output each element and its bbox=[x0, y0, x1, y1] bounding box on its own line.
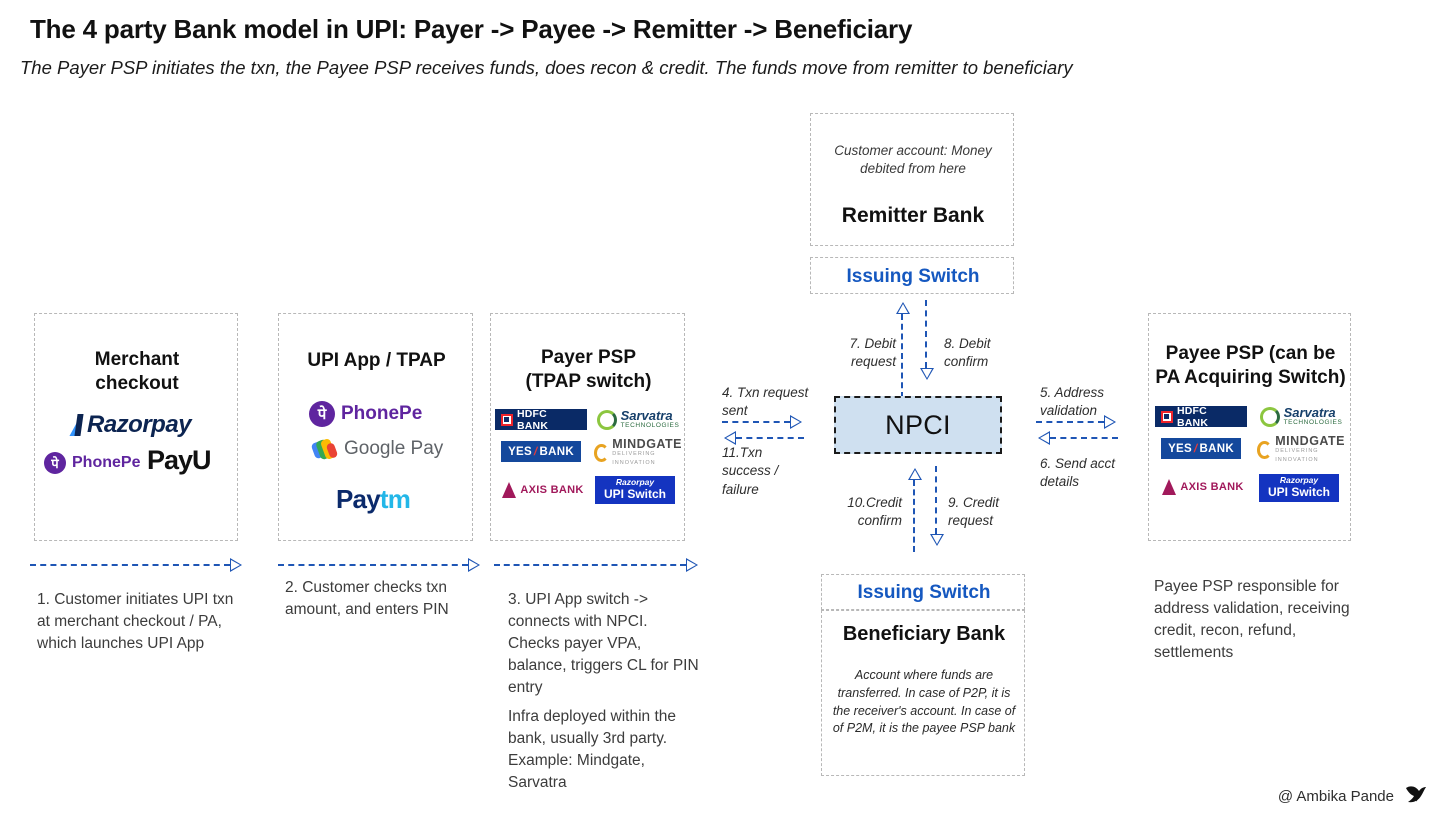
paytm-logo: Pay tm bbox=[336, 484, 411, 515]
payer-psp-title-line1: Payer PSP bbox=[540, 347, 637, 368]
hdfc-bank-logo: HDFC BANK bbox=[1155, 404, 1247, 429]
credit-handle: @ Ambika Pande bbox=[1277, 787, 1394, 805]
merchant-checkout-title-line1: Merchant bbox=[94, 349, 180, 370]
paytm-wordmark-a: Pay bbox=[336, 484, 381, 514]
payer-psp-title-line2: (TPAP switch) bbox=[525, 371, 652, 392]
yes-bank-wordmark-bank: BANK bbox=[539, 445, 574, 458]
sarvatra-logo: Sarvatra TECHNOLOGIES bbox=[1257, 404, 1345, 430]
yes-bank-logo: YES / BANK bbox=[1161, 438, 1241, 459]
step-9-label: 9. Credit request bbox=[948, 495, 1000, 529]
hdfc-square-icon bbox=[501, 413, 513, 426]
sarvatra-logo: Sarvatra TECHNOLOGIES bbox=[594, 407, 682, 433]
remitter-bank-note: Customer account: Money debited from her… bbox=[834, 143, 992, 177]
mindgate-logo: MINDGATE DELIVERING INNOVATION bbox=[594, 438, 682, 468]
beneficiary-issuing-switch-label: Issuing Switch bbox=[857, 582, 991, 603]
razorpay-wordmark: Razorpay bbox=[615, 477, 655, 488]
mindgate-wordmark: MINDGATE bbox=[1275, 433, 1345, 448]
sarvatra-ring-icon bbox=[1259, 407, 1280, 427]
step-10-label: 10.Credit confirm bbox=[847, 495, 902, 529]
sarvatra-subtext: TECHNOLOGIES bbox=[1283, 419, 1343, 427]
phonepe-wordmark: PhonePe bbox=[341, 403, 423, 424]
yes-bank-logo: YES / BANK bbox=[501, 441, 581, 462]
phonepe-mark-icon: पे bbox=[309, 401, 335, 427]
beneficiary-bank-note: Account where funds are transferred. In … bbox=[832, 668, 1016, 736]
page-subtitle: The Payer PSP initiates the txn, the Pay… bbox=[20, 57, 1073, 78]
upi-switch-label: UPI Switch bbox=[603, 486, 666, 501]
beneficiary-issuing-switch-box: Issuing Switch bbox=[821, 574, 1025, 610]
npci-box: NPCI bbox=[834, 396, 1002, 454]
razorpay-wordmark: Razorpay bbox=[1279, 475, 1319, 486]
mindgate-subtext: DELIVERING INNOVATION bbox=[612, 451, 656, 467]
sarvatra-wordmark: Sarvatra bbox=[620, 408, 673, 424]
axis-bank-logo: AXIS BANK bbox=[1159, 477, 1247, 497]
step-5-label: 5. Address validation bbox=[1040, 385, 1105, 419]
page-title: The 4 party Bank model in UPI: Payer -> … bbox=[30, 14, 913, 44]
hdfc-wordmark: HDFC BANK bbox=[1176, 404, 1209, 429]
step-4-label: 4. Txn request sent bbox=[722, 385, 809, 419]
axis-triangle-icon bbox=[1162, 479, 1177, 495]
razorpay-upi-switch-logo: Razorpay UPI Switch bbox=[1259, 474, 1339, 502]
caption-step-3a: 3. UPI App switch -> connects with NPCI.… bbox=[508, 591, 699, 696]
phonepe-wordmark: PhonePe bbox=[72, 454, 141, 471]
remitter-issuing-switch-label: Issuing Switch bbox=[846, 266, 980, 287]
paytm-wordmark-b: tm bbox=[379, 484, 411, 514]
google-pay-logo: Google Pay bbox=[310, 437, 444, 461]
hdfc-bank-logo: HDFC BANK bbox=[495, 407, 587, 432]
mindgate-wordmark: MINDGATE bbox=[612, 436, 682, 451]
step-11-label: 11.Txn success / failure bbox=[722, 445, 779, 497]
phonepe-logo-upi: पे PhonePe bbox=[309, 401, 422, 427]
phonepe-mark-icon: पे bbox=[44, 452, 66, 474]
sarvatra-wordmark: Sarvatra bbox=[1283, 405, 1336, 421]
mindgate-circle-icon bbox=[594, 444, 610, 462]
mindgate-circle-icon bbox=[1257, 441, 1273, 459]
caption-payee-psp: Payee PSP responsible for address valida… bbox=[1154, 578, 1350, 661]
yes-bank-slash-icon: / bbox=[1192, 442, 1199, 455]
caption-step-3b: Infra deployed within the bank, usually … bbox=[508, 708, 677, 791]
beneficiary-bank-title: Beneficiary Bank bbox=[842, 623, 1006, 645]
yes-bank-wordmark-bank: BANK bbox=[1199, 442, 1234, 455]
remitter-bank-title: Remitter Bank bbox=[841, 204, 985, 227]
upi-switch-label: UPI Switch bbox=[1267, 484, 1330, 499]
upi-app-title: UPI App / TPAP bbox=[307, 350, 446, 371]
step-6-label: 6. Send acct details bbox=[1040, 456, 1116, 490]
google-pay-wordmark: Google Pay bbox=[344, 438, 444, 459]
yes-bank-slash-icon: / bbox=[532, 445, 539, 458]
payer-psp-box: Payer PSP (TPAP switch) HDFC BANK Sarvat… bbox=[490, 313, 685, 541]
step-8-label: 8. Debit confirm bbox=[944, 336, 991, 370]
sarvatra-subtext: TECHNOLOGIES bbox=[620, 422, 680, 430]
razorpay-upi-switch-logo: Razorpay UPI Switch bbox=[595, 476, 675, 504]
remitter-bank-box: Customer account: Money debited from her… bbox=[810, 113, 1014, 246]
axis-triangle-icon bbox=[502, 482, 517, 498]
axis-bank-wordmark: AXIS BANK bbox=[1180, 481, 1244, 493]
credit-block: @ Ambika Pande bbox=[1278, 782, 1428, 810]
payu-wordmark: PayU bbox=[147, 445, 212, 475]
axis-bank-logo: AXIS BANK bbox=[499, 480, 587, 500]
payee-psp-box: Payee PSP (can be PA Acquiring Switch) H… bbox=[1148, 313, 1351, 541]
razorpay-wordmark: Razorpay bbox=[87, 411, 192, 438]
remitter-issuing-switch-box: Issuing Switch bbox=[810, 257, 1014, 294]
axis-bank-wordmark: AXIS BANK bbox=[520, 484, 584, 496]
step-7-label: 7. Debit request bbox=[849, 336, 896, 370]
merchant-checkout-title-line2: checkout bbox=[95, 373, 179, 394]
caption-step-1: 1. Customer initiates UPI txn at merchan… bbox=[37, 591, 234, 652]
upi-app-box: UPI App / TPAP पे PhonePe Google Pay Pay… bbox=[278, 313, 473, 541]
payee-psp-title-line2: PA Acquiring Switch) bbox=[1155, 367, 1346, 388]
phonepe-logo: पे PhonePe bbox=[44, 452, 140, 474]
hdfc-wordmark: HDFC BANK bbox=[516, 407, 549, 432]
mindgate-logo: MINDGATE DELIVERING INNOVATION bbox=[1257, 435, 1345, 465]
sarvatra-ring-icon bbox=[596, 410, 617, 430]
razorpay-logo: Razorpay bbox=[69, 411, 192, 439]
caption-step-2: 2. Customer checks txn amount, and enter… bbox=[285, 579, 449, 618]
bird-icon bbox=[1402, 782, 1428, 810]
merchant-checkout-box: Merchant checkout Razorpay पे PhonePe Pa… bbox=[34, 313, 354, 541]
google-pay-mark-icon bbox=[310, 437, 339, 461]
payee-psp-title-line1: Payee PSP (can be bbox=[1165, 343, 1336, 364]
hdfc-square-icon bbox=[1161, 410, 1173, 423]
yes-bank-wordmark-yes: YES bbox=[1168, 442, 1192, 455]
mindgate-subtext: DELIVERING INNOVATION bbox=[1275, 448, 1319, 464]
beneficiary-bank-box: Beneficiary Bank Account where funds are… bbox=[821, 610, 1025, 776]
yes-bank-wordmark-yes: YES bbox=[508, 445, 532, 458]
